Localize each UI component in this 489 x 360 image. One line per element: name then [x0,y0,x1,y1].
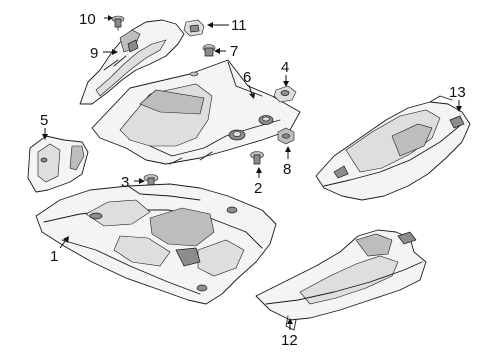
callout-5: 5 [40,112,48,129]
callout-10: 10 [79,11,96,28]
part-12-lower-shield [255,229,427,331]
callout-6: 6 [243,69,251,86]
callout-labels: 10 11 7 9 6 4 5 8 2 3 1 13 12 [40,11,466,349]
callout-1: 1 [50,248,58,265]
part-9-upper-shield [79,19,185,105]
part-6-center-shield [91,59,301,165]
part-13-rear-shield [315,95,471,201]
callout-8: 8 [283,161,291,178]
callout-3: 3 [121,174,129,191]
part-4-clip [273,85,297,103]
callout-12: 12 [281,332,298,349]
part-10-screw [111,15,125,31]
callout-2: 2 [254,180,262,197]
callout-13: 13 [449,84,466,101]
callout-arrows [42,15,462,330]
callout-11: 11 [231,17,247,34]
part-8-hex-nut [277,127,295,145]
part-11-clip [183,19,205,37]
part-7-nut [202,44,216,57]
part-5-bracket [27,135,89,193]
part-1-front-shield [35,183,277,305]
part-2-bolt [250,151,264,165]
callout-7: 7 [230,43,238,60]
callout-4: 4 [281,59,289,76]
callout-9: 9 [90,45,98,62]
